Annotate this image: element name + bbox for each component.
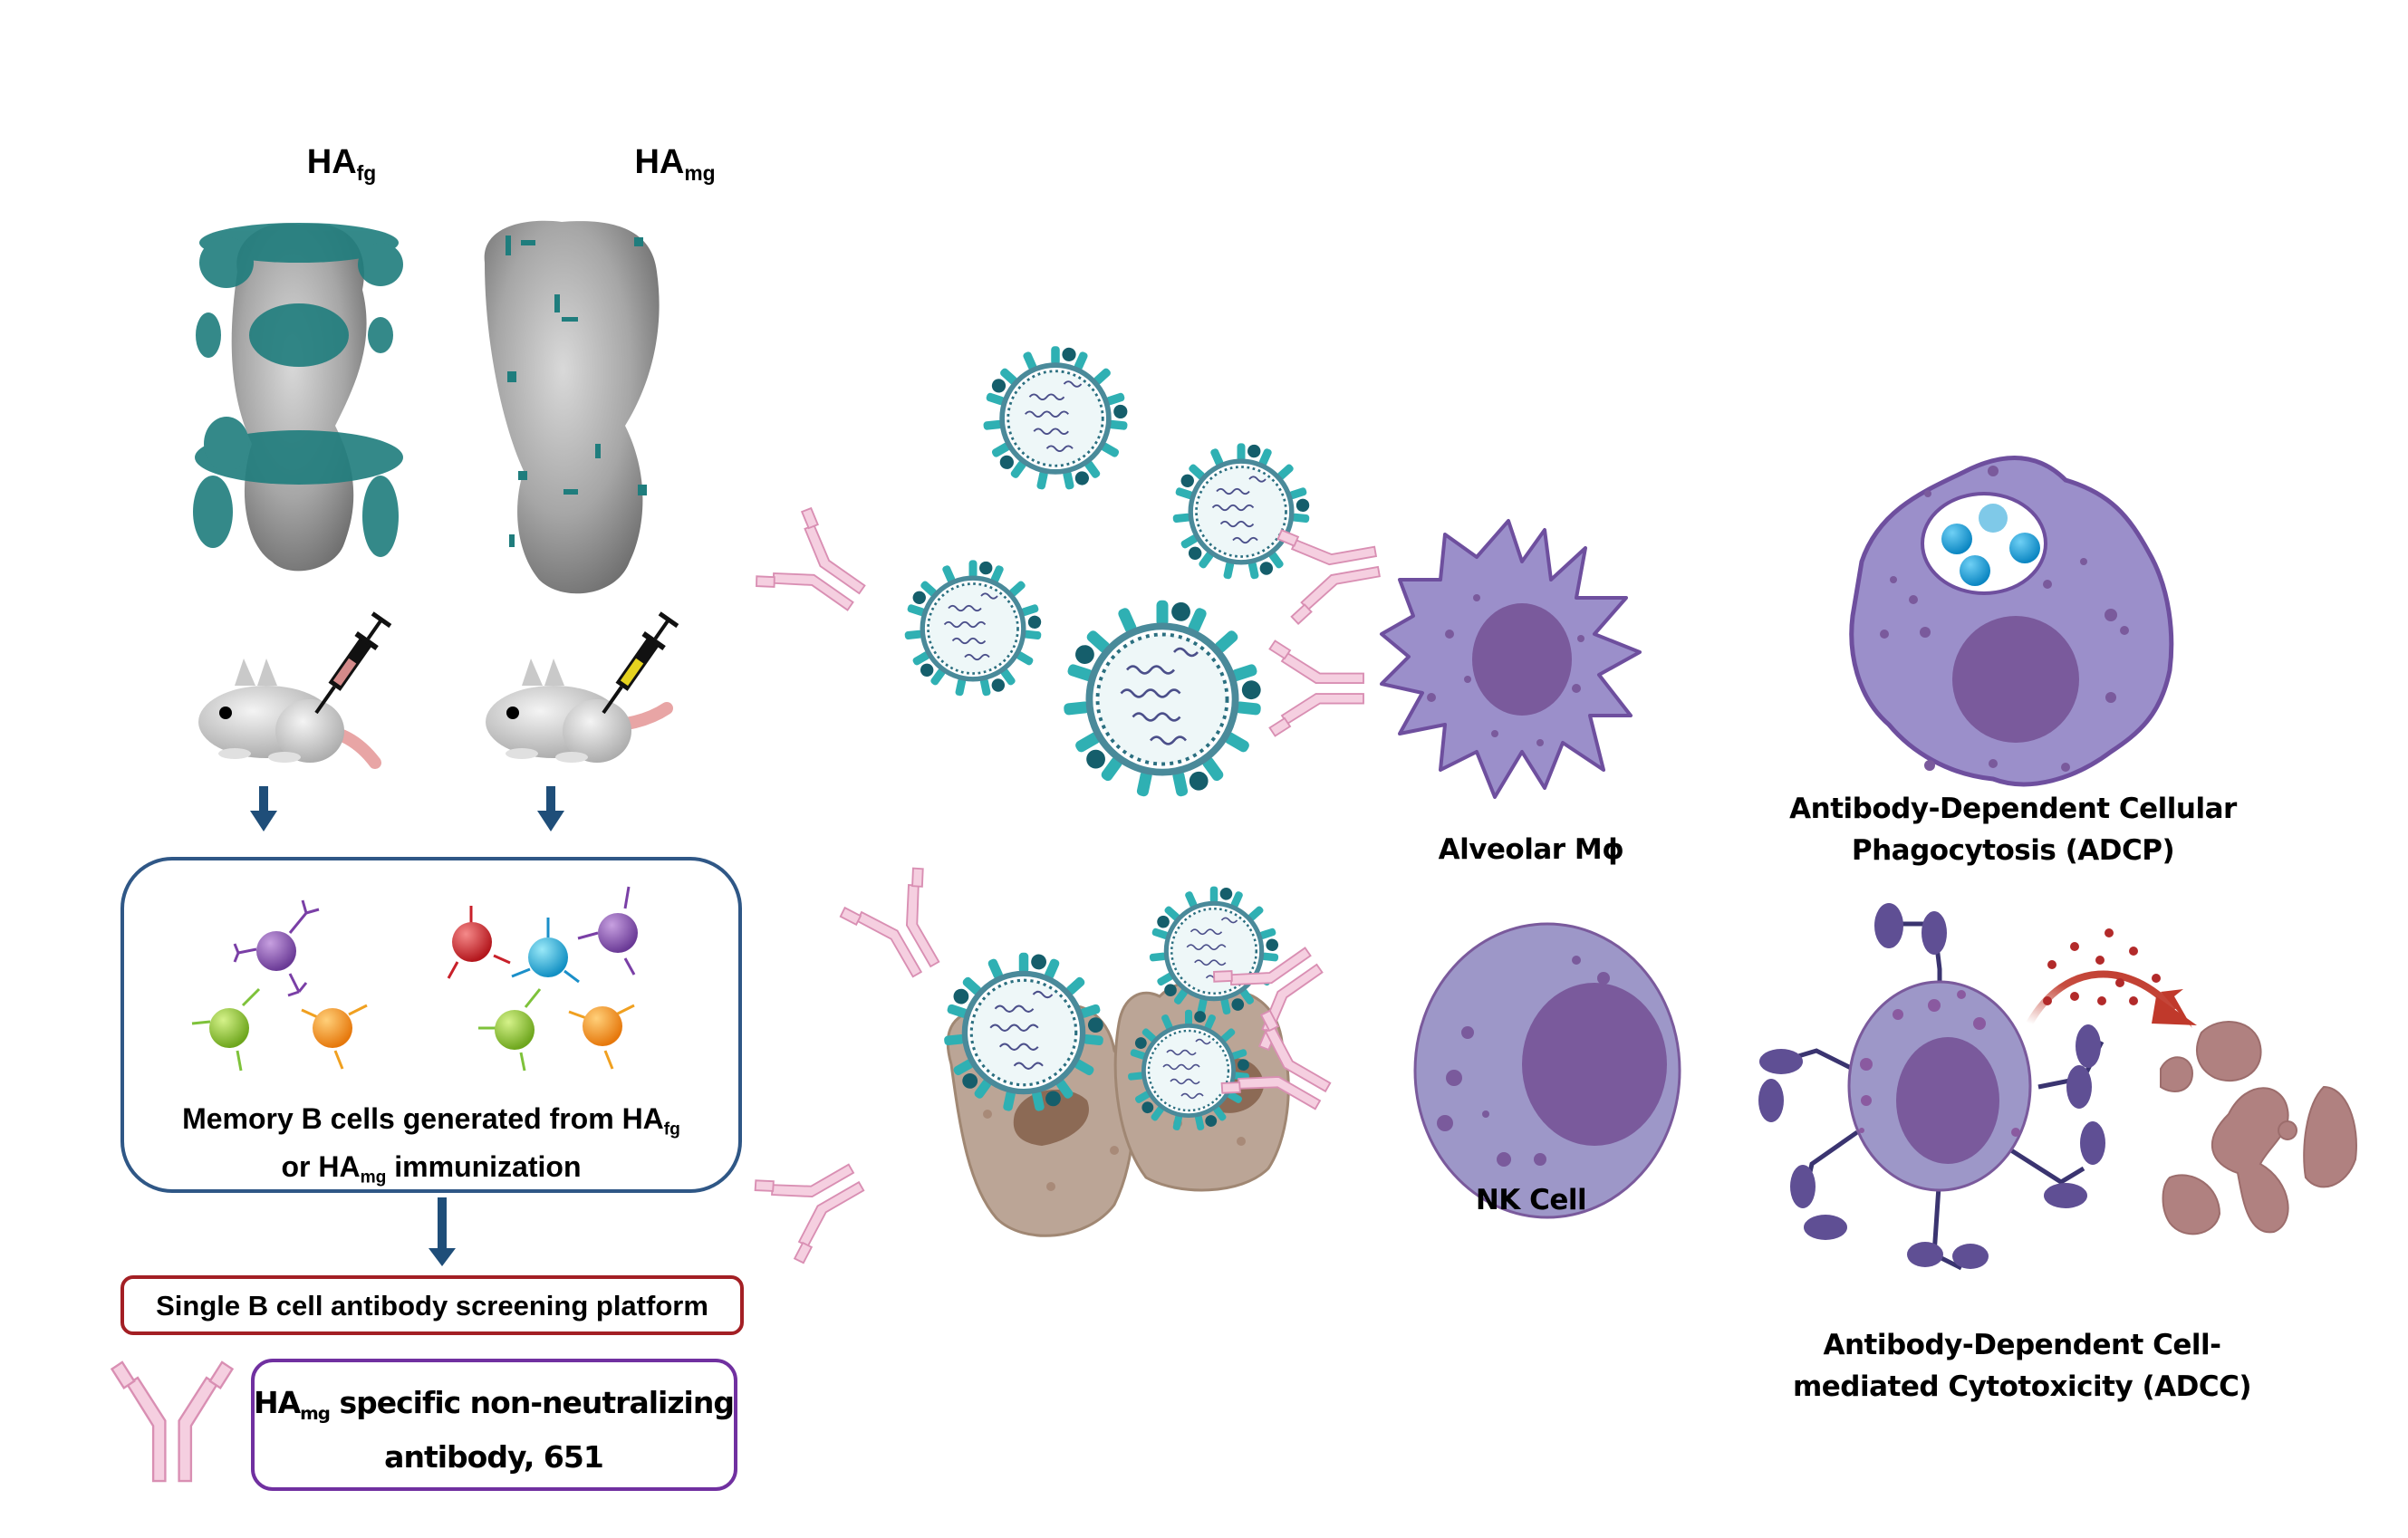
memory-b-cell-caption: Memory B cells generated from HAfg or HA… [182, 1102, 680, 1187]
ha-mg-structure-image [484, 220, 660, 594]
antibody-icon [751, 504, 885, 638]
antibody-icon [1276, 514, 1387, 626]
influenza-virion [1064, 601, 1262, 797]
b-cell-orange [568, 1004, 635, 1070]
mouse-mg-immunization-icon [486, 611, 679, 763]
nk-cell-label: NK Cell [1475, 1184, 1587, 1216]
alveolar-macrophage-label: Alveolar Mϕ [1438, 833, 1624, 866]
influenza-virion [904, 560, 1042, 696]
mouse-fg-immunization-icon [198, 611, 392, 769]
b-cell-green [191, 987, 261, 1072]
antibody-icon [750, 1135, 881, 1267]
arrow-down-icon [429, 1197, 456, 1266]
adcp-macrophage-cell [1849, 456, 2174, 787]
screening-platform-label: Single B cell antibody screening platfor… [156, 1290, 708, 1322]
ha-fg-structure-image [193, 223, 403, 572]
b-cell-cyan [511, 918, 580, 984]
adcc-label: Antibody-Dependent Cell- mediated Cytoto… [1792, 1329, 2252, 1403]
screening-platform-box [120, 1275, 744, 1335]
antibody-651-box [251, 1359, 737, 1491]
b-cell-red [447, 906, 511, 979]
b-cell-purple [577, 886, 638, 976]
antibody-icon [1268, 639, 1364, 737]
influenza-virion [1172, 443, 1310, 579]
b-cell-purple [233, 899, 320, 997]
ha-mg-title: HAmg [634, 143, 716, 185]
b-cell-green [478, 988, 542, 1072]
b-cell-orange [301, 1004, 368, 1070]
arrow-down-icon [537, 786, 564, 831]
antibody-651-icon [111, 1360, 234, 1483]
arrow-down-icon [250, 786, 277, 831]
lysed-target-cell [2160, 1021, 2357, 1235]
antibody-icon [836, 863, 968, 995]
influenza-virion [1150, 887, 1279, 1015]
antibody-651-label: HAmg specific non-neutralizing antibody,… [254, 1385, 735, 1475]
adcc-nk-cell [1758, 903, 2105, 1271]
cytotoxic-granule-arrow-icon [2026, 928, 2197, 1028]
ha-fg-title: HAfg [306, 143, 377, 185]
alveolar-macrophage-cell [1380, 519, 1642, 799]
nk-cell [1413, 922, 1681, 1219]
influenza-virion [983, 346, 1128, 490]
adcp-label: Antibody-Dependent Cellular Phagocytosis… [1789, 793, 2237, 867]
